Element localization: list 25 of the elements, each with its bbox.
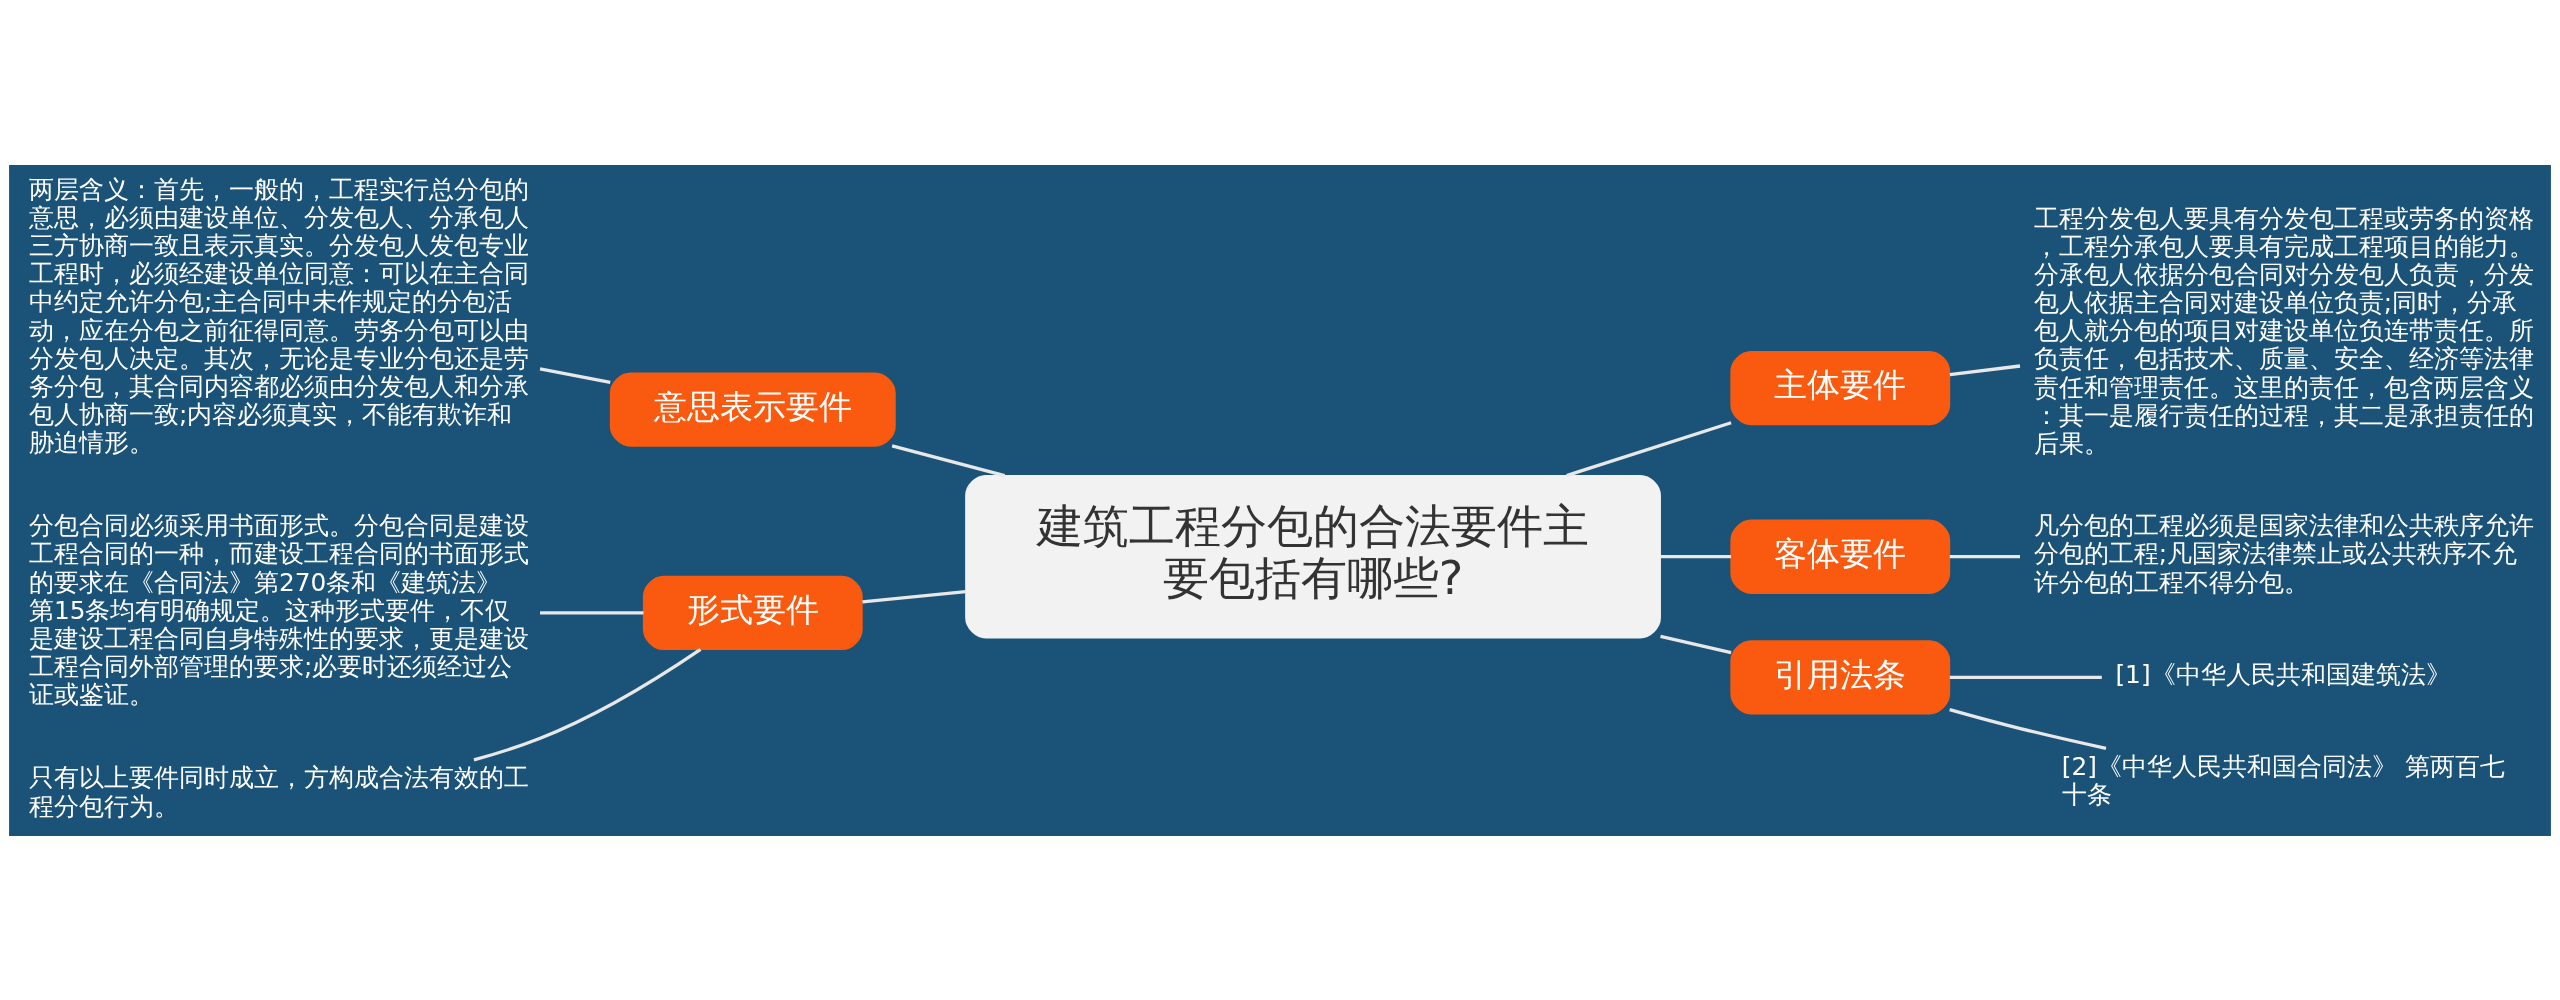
node-text: 凡分包的工程必须是国家法律和公共秩序允许分包的工程;凡国家法律禁止或公共秩序不允许分包的工程不得分包。 — [2033, 510, 2534, 597]
connector — [539, 366, 611, 384]
connector — [1949, 707, 2107, 750]
node-text: 分包合同必须采用书面形式。分包合同是建设工程合同的一种，而建设工程合同的书面形式的要求在《合同法》第270条和《建筑法》第15条均有明确规定。这种形式要件，不仅是建设工程合同自身特殊性的要求，更是建设工程合同外部管理的要求;必要时还须经过公证或鉴证。 — [28, 510, 529, 709]
node-text: 工程分发包人要具有分发包工程或劳务的资格，工程分承包人要具有完成工程项目的能力。分承包人依据分包合同对分发包人负责，分发包人依据主合同对建设单位负责;同时，分承包人就分包的项目对建设单位负连带责任。所负责任，包括技术、质量、安全、经济等法律责任和管理责任。这里的责任，包含两层含义：其一是履行责任的过程，其二是承担责任的后果。 — [2033, 203, 2534, 458]
connector — [1949, 363, 2021, 376]
connector — [1949, 675, 2102, 679]
node-text: 两层含义：首先，一般的，工程实行总分包的意思，必须由建设单位、分发包人、分承包人三方协商一致且表示真实。分发包人发包专业工程时，必须经建设单位同意：可以在主合同中约定允许分包;主合同中未作规定的分包活动，应在分包之前征得同意。劳务分包可以由分发包人决定。其次，无论是专业分包还是劳务分包，其合同内容都必须由分发包人和分承包人协商一致;内容必须真实，不能有欺诈和胁迫情形。 — [28, 174, 529, 457]
node-box: 引用法条 — [1730, 639, 1951, 715]
node-box: 意思表示要件 — [609, 371, 896, 447]
connector — [540, 610, 644, 615]
node-box: 主体要件 — [1730, 350, 1951, 425]
node-text: 只有以上要件同时成立，方构成合法有效的工程分包行为。 — [28, 762, 529, 821]
node-box: 建筑工程分包的合法要件主要包括有哪些? — [965, 474, 1661, 638]
node-box: 形式要件 — [642, 575, 863, 650]
node-text: [1]《中华人民共和国建筑法》 — [2115, 659, 2451, 689]
connector — [1949, 554, 2020, 558]
connector — [891, 443, 1006, 477]
connector — [473, 647, 702, 762]
node-box: 客体要件 — [1730, 519, 1951, 594]
connector — [1660, 634, 1732, 654]
connector — [862, 589, 966, 604]
node-text: [2]《中华人民共和国合同法》 第两百七十条 — [2061, 751, 2505, 809]
connector — [1660, 554, 1732, 558]
connector — [1566, 420, 1732, 477]
